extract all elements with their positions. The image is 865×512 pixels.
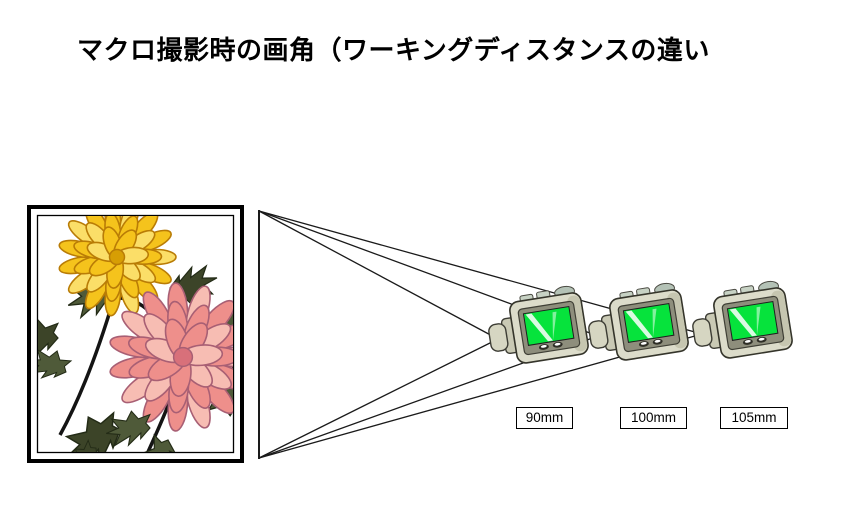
slide-title: マクロ撮影時の画角（ワーキングディスタンスの違い [77, 35, 710, 65]
ray-bottom-90mm [258, 338, 499, 459]
yellow-chrysanthemum [58, 216, 177, 317]
focal-length-label-100mm: 100mm [620, 407, 687, 429]
subject-picture-frame [27, 205, 244, 463]
camera-105mm [686, 278, 795, 364]
pink-chrysanthemum [109, 282, 233, 432]
camera-90mm [482, 283, 591, 369]
focal-length-label-90mm: 90mm [516, 407, 573, 429]
camera-100mm [582, 280, 691, 366]
ray-top-90mm [258, 210, 499, 340]
focal-length-label-105mm: 105mm [720, 407, 788, 429]
chrysanthemum-clipart [38, 216, 233, 452]
